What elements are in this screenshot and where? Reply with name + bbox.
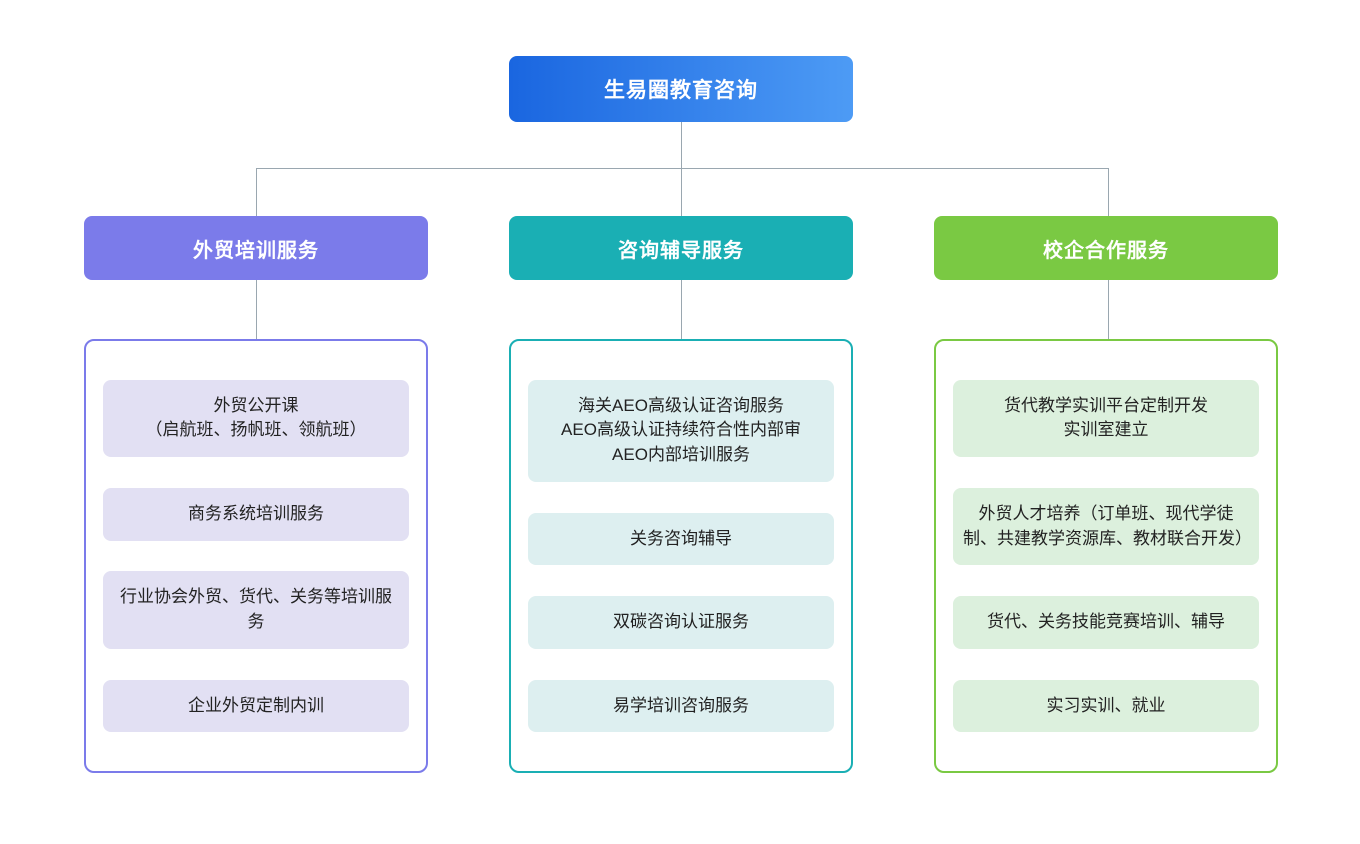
service-card[interactable]: 商务系统培训服务 [103,487,409,541]
service-card[interactable]: 货代、关务技能竞赛培训、辅导 [953,596,1259,649]
service-card[interactable]: 关务咨询辅导 [528,512,834,566]
service-card[interactable]: 易学培训咨询服务 [528,679,834,733]
branch-box-2: 货代教学实训平台定制开发 实训室建立 外贸人才培养（订单班、现代学徒制、共建教学… [934,339,1278,773]
connector-root-stem [681,122,682,168]
branch-box-1: 海关AEO高级认证咨询服务 AEO高级认证持续符合性内部审 AEO内部培训服务 … [509,339,853,773]
connector-header-to-box-2 [1108,280,1109,340]
connector-header-to-box-1 [681,280,682,340]
service-card[interactable]: 海关AEO高级认证咨询服务 AEO高级认证持续符合性内部审 AEO内部培训服务 [528,379,834,482]
connector-header-to-box-0 [256,280,257,340]
connector-horizontal-bus [256,168,1109,169]
connector-drop-branch-1 [681,168,682,216]
service-card[interactable]: 行业协会外贸、货代、关务等培训服务 [103,571,409,649]
service-card[interactable]: 实习实训、就业 [953,679,1259,733]
service-card[interactable]: 货代教学实训平台定制开发 实训室建立 [953,379,1259,458]
service-card[interactable]: 企业外贸定制内训 [103,679,409,733]
root-node[interactable]: 生易圈教育咨询 [509,56,853,122]
branch-header-1[interactable]: 咨询辅导服务 [509,216,853,280]
service-card[interactable]: 外贸人才培养（订单班、现代学徒制、共建教学资源库、教材联合开发） [953,487,1259,566]
connector-drop-branch-0 [256,168,257,216]
branch-header-label-2: 校企合作服务 [1043,239,1169,262]
branch-header-0[interactable]: 外贸培训服务 [84,216,428,280]
connector-drop-branch-2 [1108,168,1109,216]
branch-header-label-1: 咨询辅导服务 [618,239,744,262]
root-node-label: 生易圈教育咨询 [604,79,758,102]
branch-box-0: 外贸公开课 （启航班、扬帆班、领航班） 商务系统培训服务 行业协会外贸、货代、关… [84,339,428,773]
branch-header-2[interactable]: 校企合作服务 [934,216,1278,280]
service-card[interactable]: 外贸公开课 （启航班、扬帆班、领航班） [103,379,409,458]
branch-header-label-0: 外贸培训服务 [193,239,319,262]
service-card[interactable]: 双碳咨询认证服务 [528,596,834,649]
